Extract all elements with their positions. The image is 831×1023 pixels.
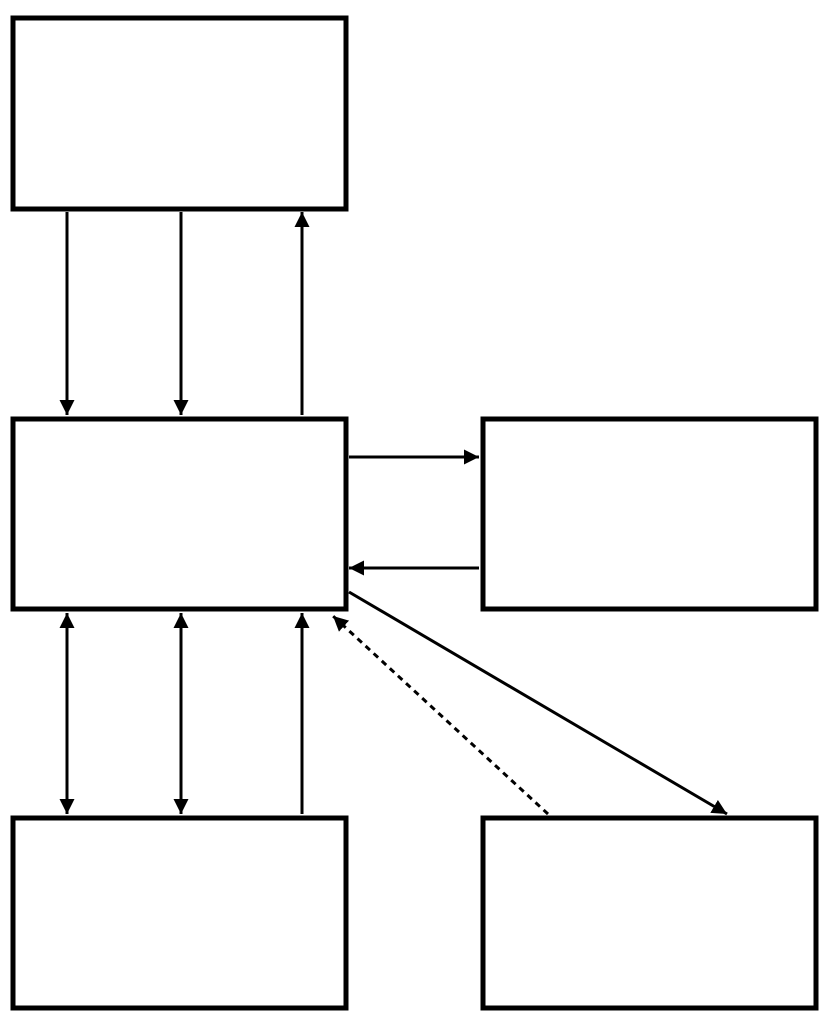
- node-bottom-right: [480, 815, 819, 1011]
- node-top-left: [10, 15, 349, 212]
- node-middle-right: [480, 416, 819, 612]
- edges-layer: [59, 212, 728, 816]
- node-bottom-left: [10, 815, 349, 1011]
- node-middle-left: [10, 416, 349, 612]
- arrow-bottom-right-to-middle-left-9: [331, 614, 550, 816]
- arrow-middle-left-to-bottom-right-8: [348, 590, 728, 816]
